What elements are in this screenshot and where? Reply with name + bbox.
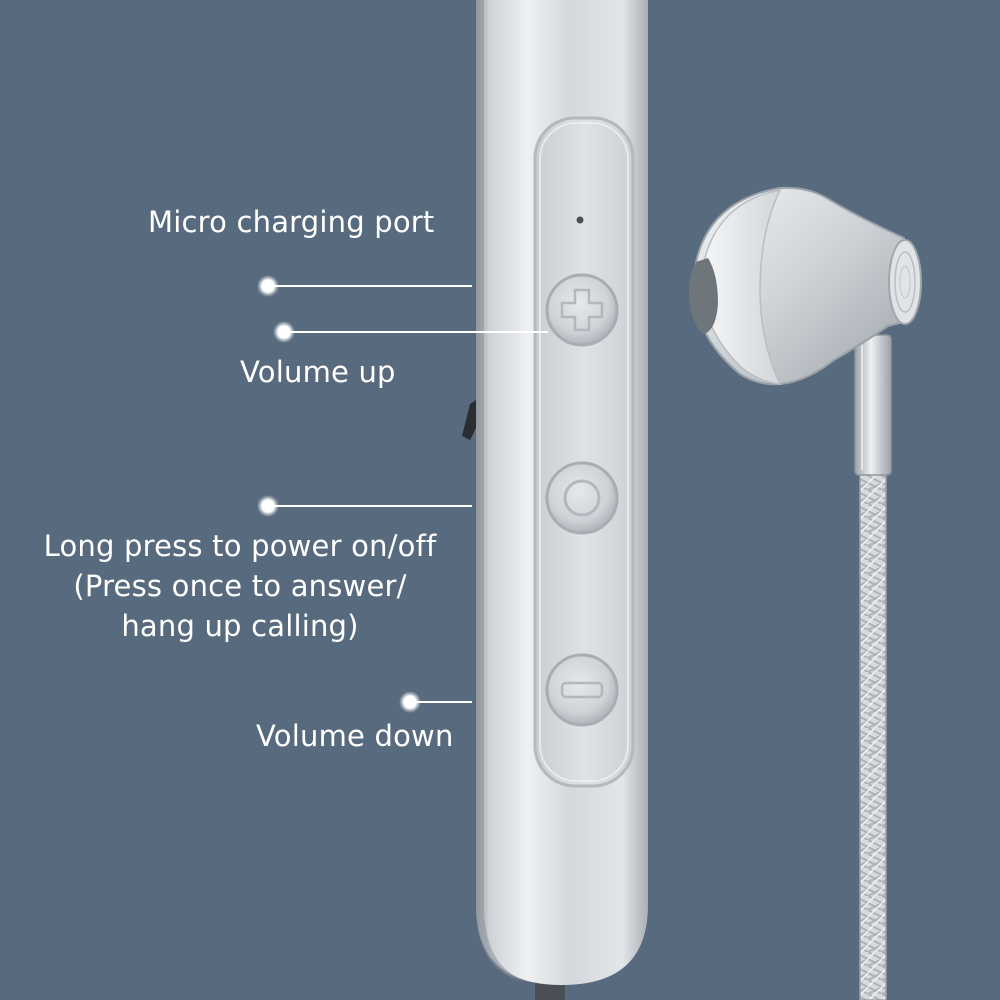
power-label-line-3: hang up calling) xyxy=(121,609,359,643)
body-edge-shadow xyxy=(476,0,530,982)
power-label: Long press to power on/off (Press once t… xyxy=(30,526,450,646)
volume-up-button[interactable] xyxy=(545,273,619,347)
earbud-end-cap xyxy=(888,239,922,325)
power-button[interactable] xyxy=(545,461,619,535)
callout-power xyxy=(257,495,472,517)
microphone-hole xyxy=(576,216,584,224)
callout-charging-port xyxy=(257,275,472,297)
callout-volume-up xyxy=(273,321,548,343)
minus-icon xyxy=(560,681,604,699)
power-label-line-1: Long press to power on/off xyxy=(43,529,437,563)
volume-down-label: Volume down xyxy=(256,719,454,753)
braided-cable-icon xyxy=(860,470,886,1000)
volume-up-label: Volume up xyxy=(240,355,396,389)
power-label-line-2: (Press once to answer/ xyxy=(73,569,407,603)
earbud-stem xyxy=(854,334,892,476)
earbud-icon xyxy=(688,186,922,386)
circle-icon xyxy=(563,479,601,517)
earbud-speaker-port xyxy=(688,258,718,334)
plus-icon xyxy=(560,288,604,332)
volume-down-button[interactable] xyxy=(545,653,619,727)
callout-volume-down xyxy=(399,691,472,713)
charging-port-label: Micro charging port xyxy=(148,205,435,239)
